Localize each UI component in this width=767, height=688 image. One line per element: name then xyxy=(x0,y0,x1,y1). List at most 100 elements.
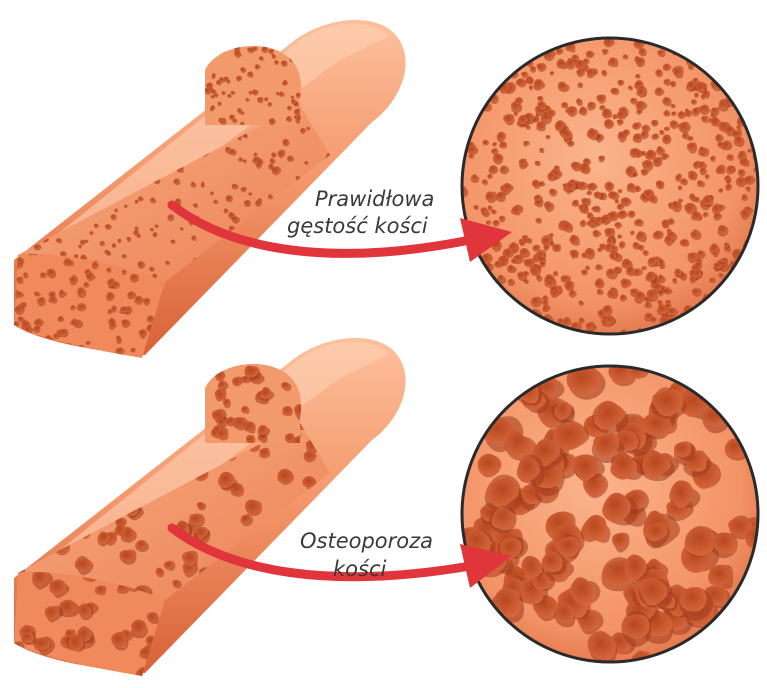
bone-pore xyxy=(15,530,28,544)
bone-pore xyxy=(50,341,56,347)
bone-pore xyxy=(167,130,171,134)
bone-pore xyxy=(80,464,98,482)
bone-pore xyxy=(25,498,42,513)
bone-pore xyxy=(113,424,124,432)
bone-pore xyxy=(17,107,22,112)
bone-pore xyxy=(103,354,110,359)
bone-pore xyxy=(32,152,37,157)
bone-pore xyxy=(8,667,27,683)
osteoporosis-bone-shaft xyxy=(8,338,405,687)
bone-pore xyxy=(85,123,90,128)
bone-pore xyxy=(109,100,112,103)
bone-pore xyxy=(37,415,49,429)
bone-pore xyxy=(288,532,300,547)
bone-pore xyxy=(83,121,88,126)
bone-pore xyxy=(275,230,279,234)
bone-pore xyxy=(178,108,184,114)
bone-pore xyxy=(43,142,48,147)
bone-pore xyxy=(87,447,99,461)
bone-pore xyxy=(316,268,322,273)
bone-pore xyxy=(21,533,36,547)
bone-pore xyxy=(96,123,101,127)
bone-pore xyxy=(13,475,25,486)
bone-pore xyxy=(80,129,87,136)
bone-pore xyxy=(40,528,58,542)
bone-pore xyxy=(129,147,132,150)
bone-pore xyxy=(85,123,89,127)
bone-pore xyxy=(16,357,20,361)
bone-pore xyxy=(114,423,126,435)
bone-pore xyxy=(108,162,114,167)
bone-pore xyxy=(56,348,61,353)
bone-pore xyxy=(44,527,57,541)
bone-pore xyxy=(125,120,129,124)
bone-pore xyxy=(37,104,43,111)
bone-pore xyxy=(78,670,93,682)
bone-pore xyxy=(77,669,90,681)
bone-pore xyxy=(12,248,18,253)
bone-pore xyxy=(288,580,303,595)
bone-pore xyxy=(17,107,23,112)
bone-pore xyxy=(19,229,23,232)
osteoporosis-label-line2: kości xyxy=(333,557,386,581)
bone-pore xyxy=(108,485,120,496)
bone-pore xyxy=(288,258,295,264)
bone-pore xyxy=(44,198,51,206)
bone-pore xyxy=(114,120,121,126)
bone-pore xyxy=(324,587,337,600)
bone-pore xyxy=(82,475,96,487)
bone-pore xyxy=(90,457,107,472)
bone-pore xyxy=(79,464,96,478)
bone-pore xyxy=(85,171,91,177)
bone-pore xyxy=(326,278,330,282)
bone-pore xyxy=(45,112,50,116)
bone-pore xyxy=(65,166,69,170)
bone-pore xyxy=(42,142,47,147)
bone-pore xyxy=(152,137,156,141)
bone-pore xyxy=(37,151,42,156)
bone-pore xyxy=(122,423,139,438)
bone-pore xyxy=(152,138,156,141)
bone-pore xyxy=(30,118,35,123)
bone-pore xyxy=(150,354,155,359)
bone-pore xyxy=(107,162,114,168)
bone-pore xyxy=(31,185,36,190)
bone-pore xyxy=(642,160,653,169)
bone-pore xyxy=(15,147,21,153)
bone-pore xyxy=(21,488,34,501)
bone-pore xyxy=(38,448,51,461)
bone-pore xyxy=(103,178,108,184)
bone-pore xyxy=(65,414,73,424)
bone-pore xyxy=(102,178,108,184)
bone-pore xyxy=(46,474,63,487)
bone-pore xyxy=(59,210,63,215)
bone-pore xyxy=(245,278,252,284)
bone-pore xyxy=(13,250,18,255)
bone-pore xyxy=(285,433,294,442)
bone-pore xyxy=(44,529,60,544)
bone-pore xyxy=(19,229,22,233)
bone-pore xyxy=(24,184,31,190)
bone-pore xyxy=(56,347,61,351)
bone-pore xyxy=(247,272,254,279)
bone-pore xyxy=(10,487,20,495)
bone-pore xyxy=(152,436,166,452)
bone-pore xyxy=(37,416,52,428)
bone-pore xyxy=(177,111,185,118)
bone-pore xyxy=(167,130,172,135)
bone-pore xyxy=(129,147,132,150)
bone-pore xyxy=(18,340,24,346)
bone-pore xyxy=(21,124,26,129)
bone-pore xyxy=(34,221,40,226)
bone-pore xyxy=(12,445,26,458)
normal-bone-label-line2: gęstość kości xyxy=(287,214,428,238)
bone-pore xyxy=(12,107,19,114)
bone-pore xyxy=(45,209,50,215)
bone-pore xyxy=(46,426,57,441)
bone-pore xyxy=(224,280,229,284)
bone-pore xyxy=(34,666,46,676)
bone-pore xyxy=(78,352,85,358)
bone-pore xyxy=(10,667,29,686)
bone-pore xyxy=(14,665,28,677)
bone-pore xyxy=(246,271,253,278)
